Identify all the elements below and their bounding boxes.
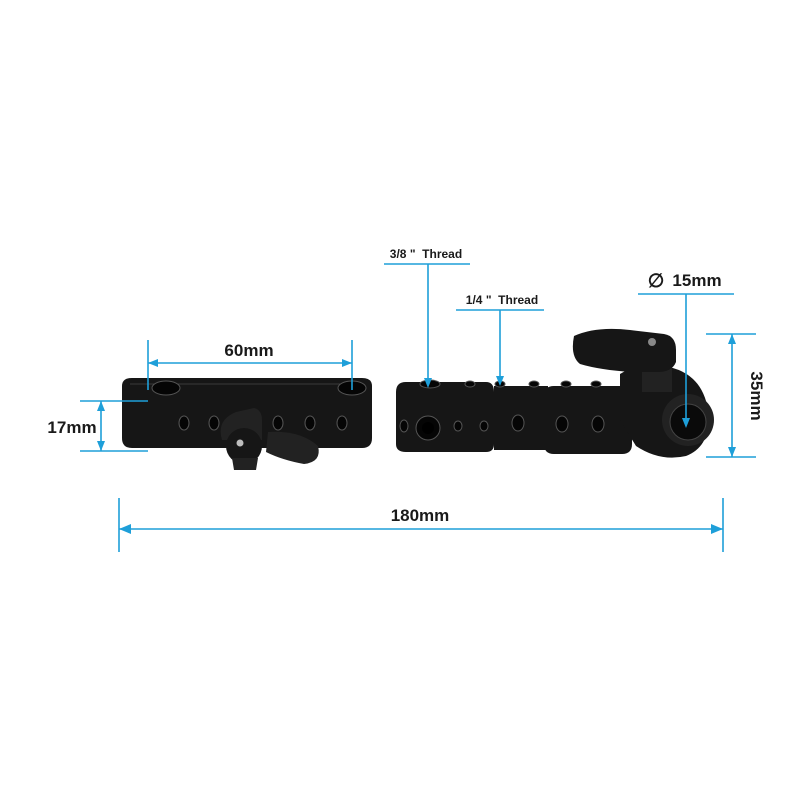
rod-clamp	[620, 360, 714, 458]
extension-arm	[122, 328, 714, 470]
clamp-lever	[572, 328, 676, 372]
dimension-60mm	[147, 340, 353, 390]
dimension-17mm	[80, 400, 148, 452]
callout-38-thread	[384, 263, 470, 388]
dimension-35mm	[706, 333, 756, 458]
label-14-thread: 1/4 " Thread	[466, 293, 538, 307]
label-38-thread: 3/8 " Thread	[390, 247, 462, 261]
label-17mm: 17mm	[47, 418, 96, 437]
thumb-knob-left	[220, 408, 319, 470]
dimension-180mm	[118, 498, 724, 552]
diameter-symbol: ∅	[648, 271, 665, 292]
center-block	[396, 382, 494, 452]
rod-slot-left	[151, 380, 181, 396]
end-block	[544, 386, 632, 454]
callout-14-thread	[456, 309, 544, 386]
label-35mm: 35mm	[747, 371, 766, 420]
label-180mm: 180mm	[391, 506, 450, 525]
label-rod-diameter: 15mm	[672, 271, 721, 290]
callout-rod-diameter	[638, 293, 734, 428]
label-60mm: 60mm	[224, 341, 273, 360]
